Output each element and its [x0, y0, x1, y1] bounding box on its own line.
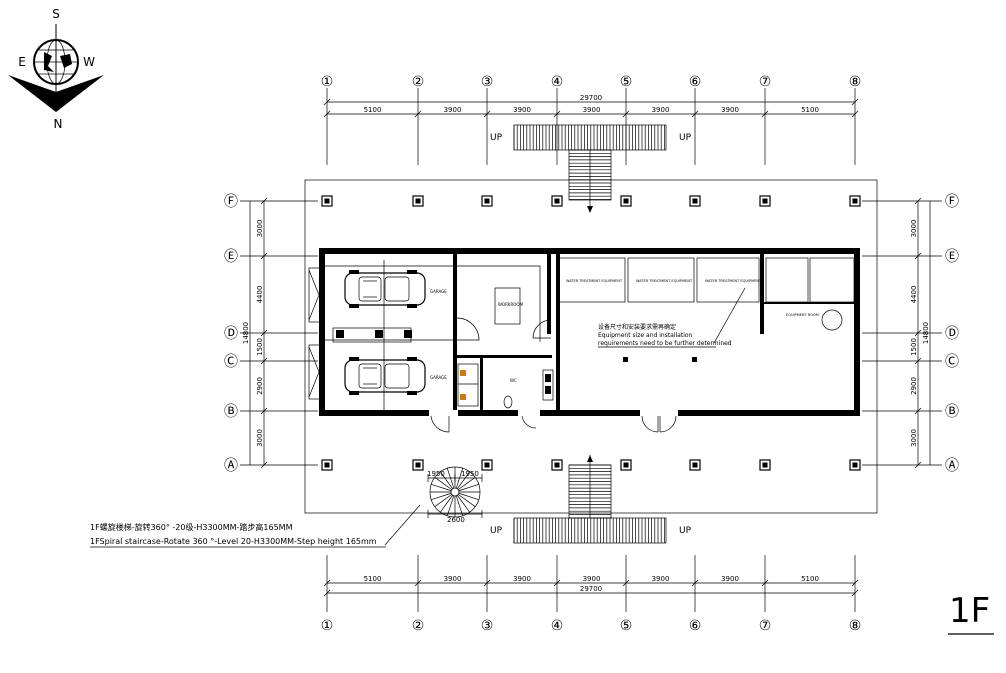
wc-area	[430, 363, 554, 433]
column-label-bottom: ②	[412, 618, 425, 634]
column-label-top: ⑧	[849, 74, 862, 90]
equipment-note-en-2: requirements need to be further determin…	[598, 340, 732, 347]
column-spacing-dimension: 3900	[513, 106, 531, 114]
entrance-door	[641, 415, 677, 433]
row-label-left: Ⓑ	[224, 404, 238, 420]
row-spacing-dimension: 1500	[910, 338, 918, 356]
column-spacing-dimension: 3900	[444, 575, 462, 583]
total-depth-dimension: 14800	[242, 322, 250, 344]
room-label-water-treatment-3: WATER TREATMENT EQUIPMENT	[705, 279, 762, 283]
compass-icon	[8, 24, 104, 112]
column-spacing-dimension: 3900	[652, 106, 670, 114]
row-label-right: Ⓓ	[945, 326, 959, 342]
row-label-right: Ⓕ	[945, 194, 959, 210]
room-label-wc: WC	[510, 378, 517, 383]
column-label-bottom: ④	[551, 618, 564, 634]
top-staircase	[513, 124, 667, 213]
column-label-top: ⑦	[759, 74, 772, 90]
equipment-note-zh: 设备尺寸和安装要求需再确定	[598, 323, 676, 331]
water-treatment-equipment	[558, 257, 855, 331]
car-icon	[344, 357, 426, 395]
compass-west-label: W	[83, 55, 95, 69]
column-spacing-dimension: 3900	[721, 575, 739, 583]
row-label-right: Ⓑ	[945, 404, 959, 420]
column-label-bottom: ⑤	[620, 618, 633, 634]
row-label-right: Ⓐ	[945, 458, 959, 474]
compass-north-label: N	[54, 117, 63, 131]
total-width-dimension: 29700	[580, 585, 602, 593]
row-spacing-dimension: 4400	[256, 286, 264, 304]
row-spacing-dimension: 2900	[910, 377, 918, 395]
building-walls	[319, 248, 860, 416]
total-width-dimension: 29700	[580, 94, 602, 102]
bottom-staircase	[513, 455, 667, 544]
compass-south-label: S	[52, 7, 60, 21]
row-label-right: Ⓔ	[945, 249, 959, 265]
column-label-top: ⑥	[689, 74, 702, 90]
column-label-top: ②	[412, 74, 425, 90]
grid-axes: ① ① ② ② ③ ③ ④ ④ ⑤ ⑤ ⑥ ⑥ ⑦ ⑦ ⑧ ⑧ Ⓕ Ⓕ Ⓔ Ⓔ Ⓓ Ⓓ Ⓒ Ⓒ Ⓑ Ⓑ Ⓐ Ⓐ	[224, 74, 959, 634]
row-label-left: Ⓐ	[224, 458, 238, 474]
column-label-bottom: ③	[481, 618, 494, 634]
spiral-staircase-icon	[427, 466, 483, 518]
stair-up-label-top-right: UP	[679, 133, 692, 143]
column-label-bottom: ⑥	[689, 618, 702, 634]
column-label-bottom: ①	[321, 618, 334, 634]
structural-columns	[321, 195, 861, 471]
spiral-note-zh: 1F螺旋楼梯-旋转360° -20级-H3300MM-踏步高165MM	[90, 522, 293, 532]
dimension-lines: 29700 5100 3900 3900 3900 3900 3900 5100 29700 51…	[242, 94, 931, 597]
stair-up-label-bottom-left: UP	[490, 526, 503, 536]
room-label-water-treatment-2: WATER TREATMENT EQUIPMENT	[636, 279, 693, 283]
column-spacing-dimension: 3900	[721, 106, 739, 114]
column-spacing-dimension: 3900	[513, 575, 531, 583]
column-spacing-dimension: 3900	[444, 106, 462, 114]
row-label-left: Ⓔ	[224, 249, 238, 265]
equipment-note-en-1: Equipment size and installation	[598, 332, 693, 339]
row-spacing-dimension: 3000	[910, 429, 918, 447]
row-label-left: Ⓓ	[224, 326, 238, 342]
sheet-label: 1F	[949, 591, 990, 631]
spiral-note-en: 1FSpiral staircase-Rotate 360 °-Level 20…	[90, 537, 377, 546]
spiral-dim-a: 1950	[427, 470, 445, 478]
column-spacing-dimension: 5100	[364, 575, 382, 583]
column-label-bottom: ⑦	[759, 618, 772, 634]
room-label-workroom: WORKROOM	[498, 302, 524, 307]
room-label-garage-2: GARAGE	[430, 375, 447, 380]
workroom-area	[456, 265, 552, 342]
room-label-equipment-room: EQUIPMENT ROOM	[786, 313, 819, 317]
column-label-top: ⑤	[620, 74, 633, 90]
spiral-dim-c: 2600	[447, 516, 465, 524]
row-label-left: Ⓕ	[224, 194, 238, 210]
row-spacing-dimension: 3000	[256, 220, 264, 238]
column-spacing-dimension: 3900	[583, 575, 601, 583]
column-spacing-dimension: 5100	[801, 575, 819, 583]
row-label-right: Ⓒ	[945, 354, 959, 370]
row-spacing-dimension: 2900	[256, 377, 264, 395]
column-label-top: ③	[481, 74, 494, 90]
row-spacing-dimension: 3000	[910, 220, 918, 238]
row-spacing-dimension: 3000	[256, 429, 264, 447]
column-label-top: ①	[321, 74, 334, 90]
column-label-top: ④	[551, 74, 564, 90]
room-label-water-treatment-1: WATER TREATMENT EQUIPMENT	[566, 279, 623, 283]
column-spacing-dimension: 3900	[652, 575, 670, 583]
row-label-left: Ⓒ	[224, 354, 238, 370]
total-depth-dimension: 14800	[922, 322, 930, 344]
stair-up-label-top-left: UP	[490, 133, 503, 143]
stair-up-label-bottom-right: UP	[679, 526, 692, 536]
column-label-bottom: ⑧	[849, 618, 862, 634]
column-spacing-dimension: 5100	[364, 106, 382, 114]
column-spacing-dimension: 3900	[583, 106, 601, 114]
compass-east-label: E	[18, 55, 26, 69]
column-spacing-dimension: 5100	[801, 106, 819, 114]
spiral-dim-b: 1950	[461, 470, 479, 478]
car-icon	[344, 270, 426, 308]
garage-area	[308, 260, 453, 410]
row-spacing-dimension: 4400	[910, 286, 918, 304]
row-spacing-dimension: 1500	[256, 338, 264, 356]
room-label-garage-1: GARAGE	[430, 289, 447, 294]
podium-outline	[304, 179, 878, 514]
